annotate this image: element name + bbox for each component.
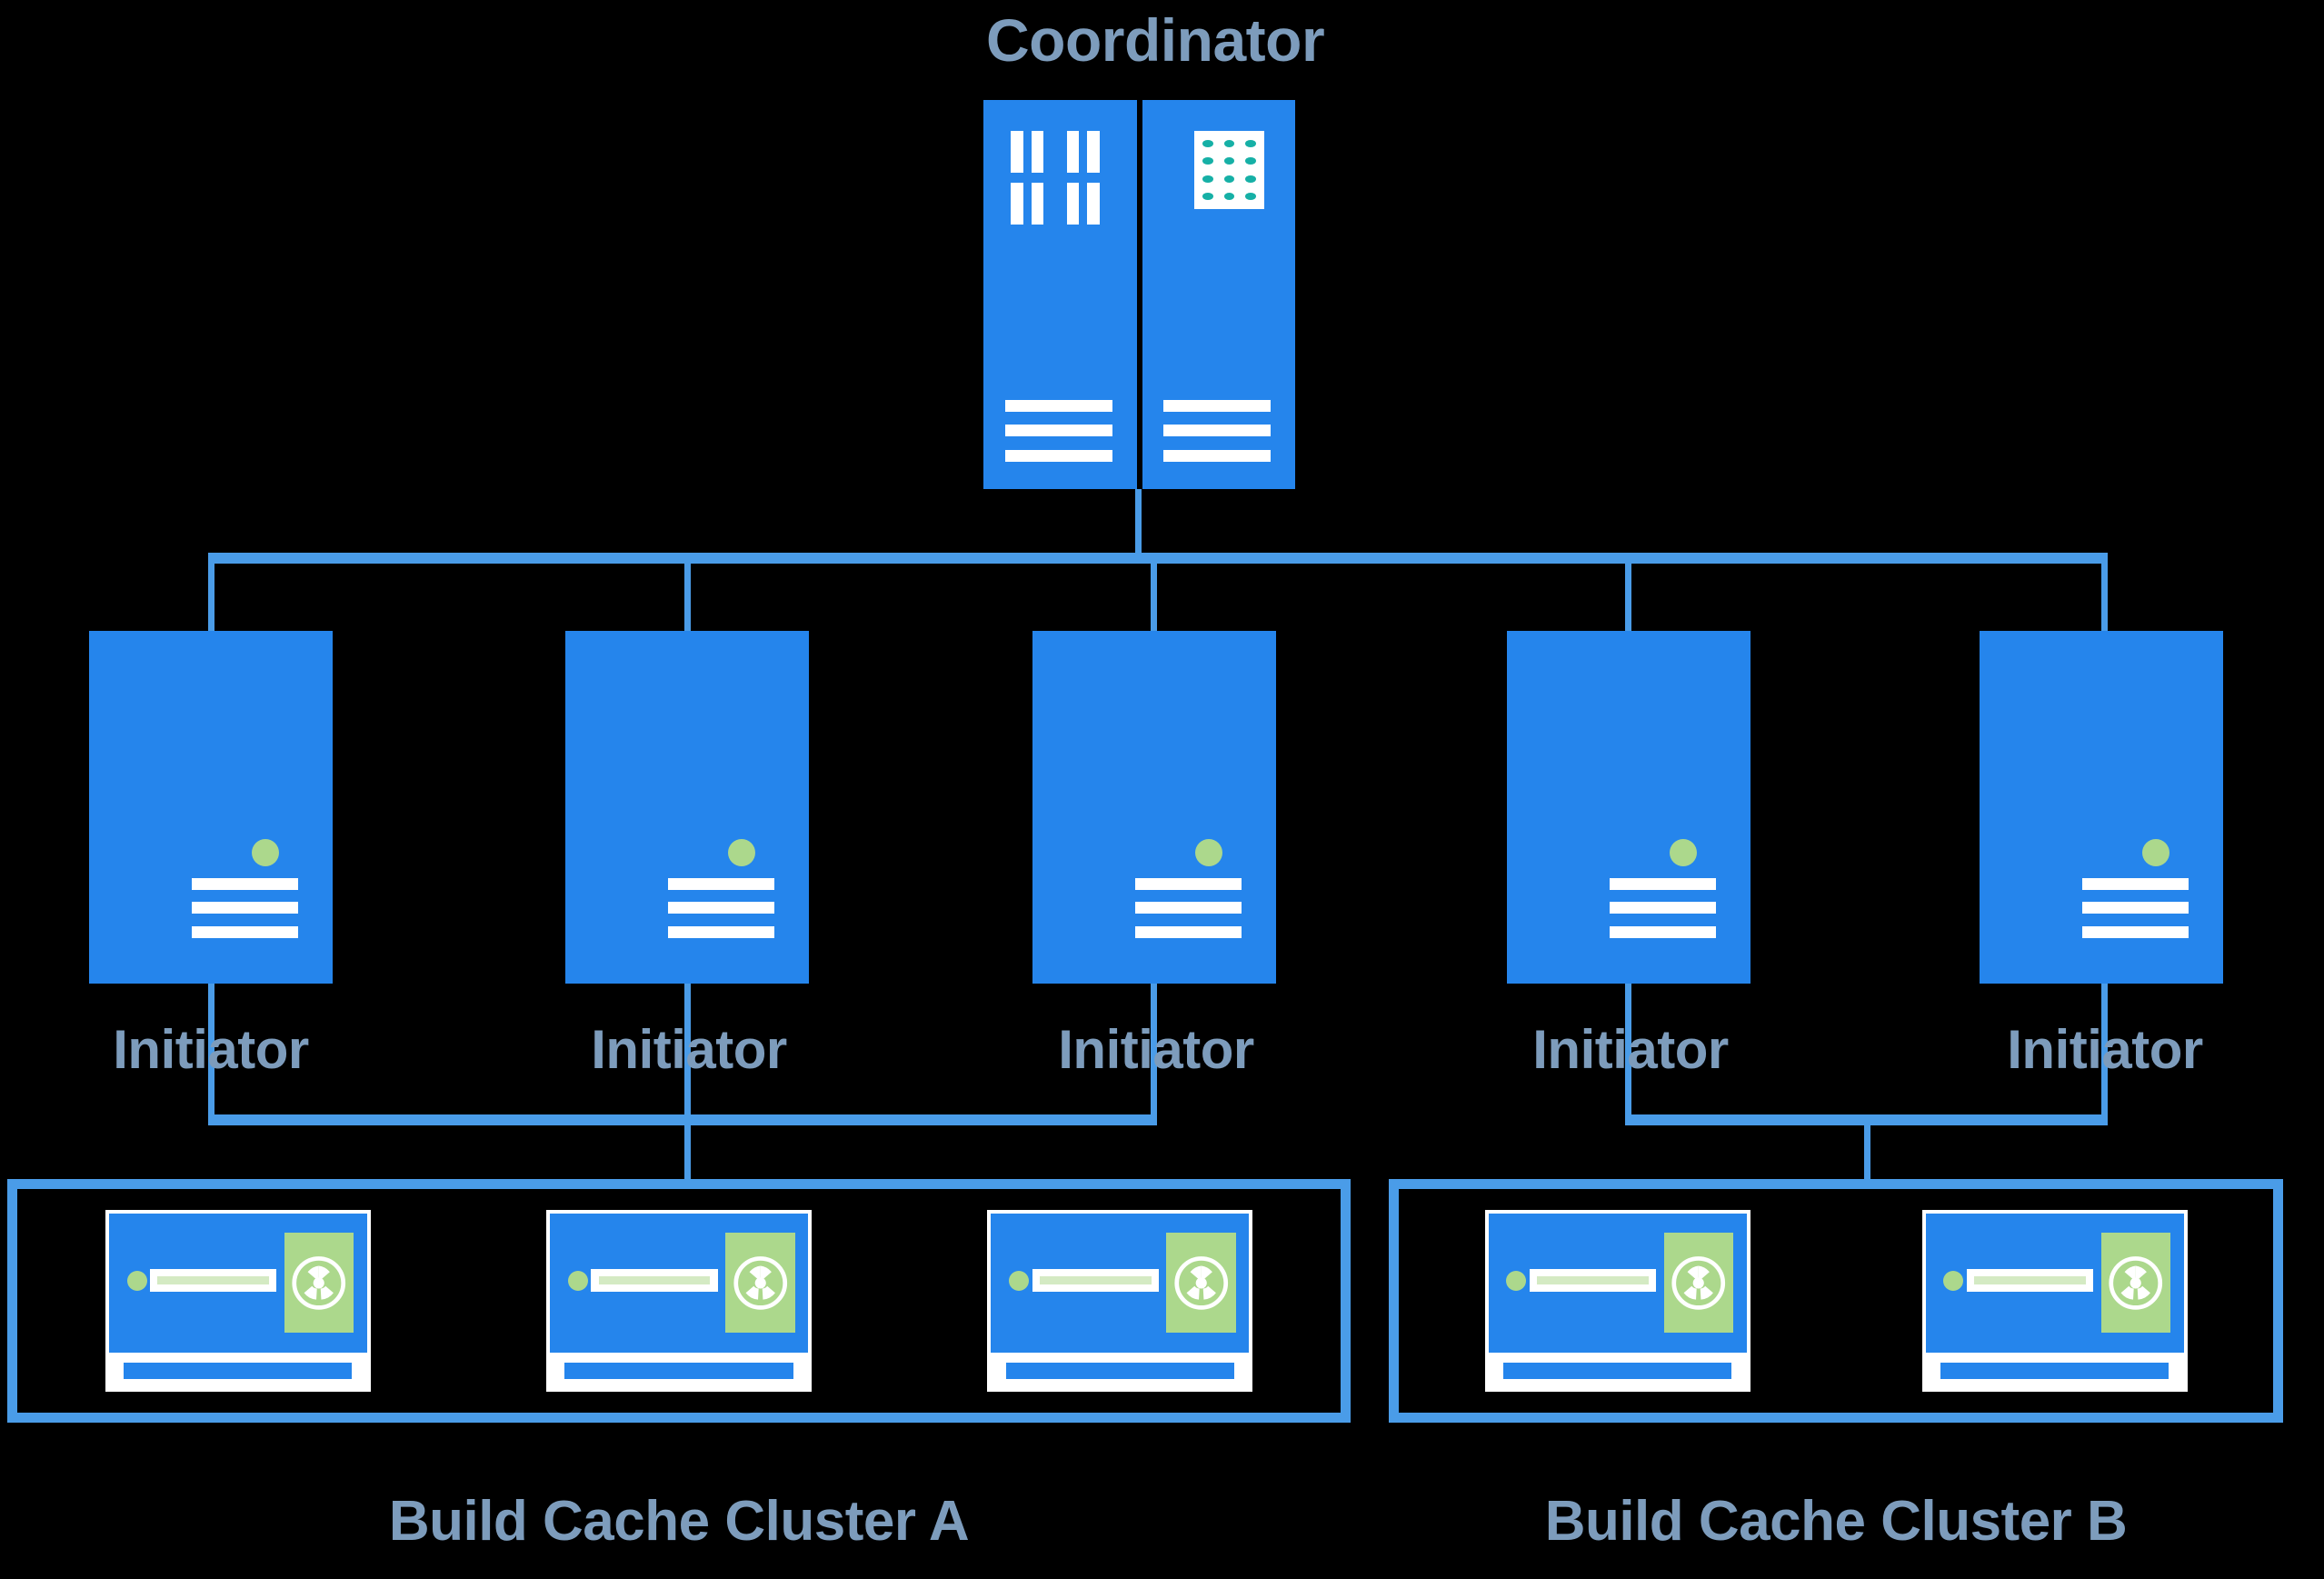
cache-disk-icon — [284, 1233, 354, 1334]
server-lines-icon — [667, 877, 775, 938]
wire-cluster-a-bus — [208, 1114, 1157, 1125]
wire-cluster-a-drop — [684, 1120, 691, 1185]
cache-status-dot-icon — [1943, 1270, 1964, 1291]
cache-node — [105, 1210, 371, 1392]
status-led-icon — [252, 838, 280, 866]
cache-disk-icon — [2100, 1233, 2171, 1334]
server-lines-icon — [2081, 877, 2189, 938]
initiator-label-2: Initiator — [591, 1019, 787, 1080]
wire-cluster-b-drop — [1864, 1120, 1870, 1185]
cache-slot-icon — [150, 1269, 277, 1292]
cache-status-dot-icon — [567, 1270, 588, 1291]
cluster-b-label: Build Cache Cluster B — [1544, 1490, 2128, 1553]
cache-status-dot-icon — [1009, 1270, 1030, 1291]
server-lines-icon — [1609, 877, 1717, 938]
initiator-node-3 — [1032, 631, 1276, 984]
cache-disk-icon — [725, 1233, 795, 1334]
wire-initiator-3-down — [1151, 984, 1157, 1122]
server-lines-icon — [1134, 877, 1242, 938]
cache-slot-icon — [1966, 1269, 2094, 1292]
wire-bus-to-initiator-1 — [208, 558, 214, 636]
coordinator-title: Coordinator — [986, 6, 1325, 74]
wire-initiator-5-down — [2101, 984, 2108, 1122]
wire-bus-to-initiator-5 — [2101, 558, 2108, 636]
wire-coordinator-drop — [1135, 489, 1142, 558]
initiator-label-1: Initiator — [113, 1019, 309, 1080]
cache-base-icon — [1005, 1363, 1234, 1379]
wire-bus-to-initiator-4 — [1625, 558, 1631, 636]
cache-base-icon — [564, 1363, 793, 1379]
cache-disk-icon — [1166, 1233, 1237, 1334]
cache-slot-icon — [1529, 1269, 1657, 1292]
cache-node — [1921, 1210, 2188, 1392]
build-cache-cluster-b-box — [1389, 1179, 2283, 1423]
coordinator-bars-icon — [1011, 131, 1101, 225]
initiator-node-4 — [1507, 631, 1750, 984]
cache-node — [1484, 1210, 1750, 1392]
cache-disk-icon — [1663, 1233, 1734, 1334]
initiator-label-5: Initiator — [2007, 1019, 2203, 1080]
status-led-icon — [2142, 838, 2170, 866]
cluster-a-label: Build Cache Cluster A — [388, 1490, 970, 1553]
coordinator-left-lines-icon — [1004, 399, 1112, 463]
cache-status-dot-icon — [1506, 1270, 1527, 1291]
initiator-label-4: Initiator — [1532, 1019, 1729, 1080]
cache-node — [545, 1210, 812, 1392]
coordinator-node — [983, 100, 1295, 489]
cache-base-icon — [124, 1363, 353, 1379]
initiator-label-3: Initiator — [1058, 1019, 1254, 1080]
coordinator-dot-grid-icon — [1193, 131, 1265, 209]
wire-initiator-2-down — [684, 984, 691, 1122]
wire-bus-to-initiator-3 — [1151, 558, 1157, 636]
cache-node — [987, 1210, 1253, 1392]
initiator-node-5 — [1980, 631, 2223, 984]
wire-initiator-bus — [208, 553, 2108, 564]
wire-bus-to-initiator-2 — [684, 558, 691, 636]
build-cache-cluster-a-box — [7, 1179, 1351, 1423]
cache-base-icon — [1940, 1363, 2169, 1379]
status-led-icon — [1195, 838, 1223, 866]
wire-initiator-1-down — [208, 984, 214, 1122]
initiator-node-1 — [89, 631, 333, 984]
wire-initiator-4-down — [1625, 984, 1631, 1122]
cache-base-icon — [1502, 1363, 1732, 1379]
cache-status-dot-icon — [126, 1270, 147, 1291]
server-lines-icon — [191, 877, 299, 938]
cache-slot-icon — [591, 1269, 718, 1292]
coordinator-left-panel — [983, 100, 1137, 489]
cache-slot-icon — [1032, 1269, 1159, 1292]
status-led-icon — [728, 838, 756, 866]
coordinator-right-lines-icon — [1163, 399, 1272, 463]
status-led-icon — [1670, 838, 1698, 866]
initiator-node-2 — [565, 631, 809, 984]
coordinator-right-panel — [1142, 100, 1295, 489]
